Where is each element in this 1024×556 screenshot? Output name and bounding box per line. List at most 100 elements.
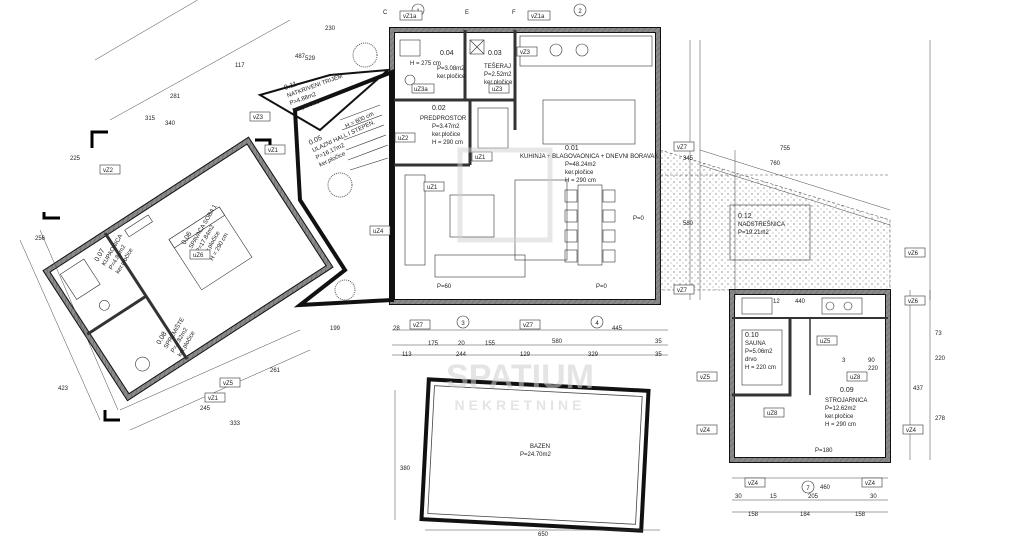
dim-r-460: 460 (820, 485, 831, 491)
tag-uz1-b: uZ1 (423, 181, 445, 192)
room-003-floor: ker.pločice (484, 80, 513, 86)
room-010-area: P=5.06m2 (745, 349, 773, 355)
room-004-floor: ker.pločice (437, 74, 466, 80)
room-010-floor: drvo (745, 357, 757, 363)
svg-text:uZ3: uZ3 (492, 87, 503, 93)
level-p180: P=180 (815, 448, 833, 454)
pool-name: BAZEN (530, 444, 550, 450)
axis-f: F (512, 10, 516, 16)
tag-uz3: uZ3 (488, 83, 510, 94)
dim-left-333: 333 (230, 421, 241, 427)
dim-tl-340: 340 (165, 121, 176, 127)
dim-pool-h: 380 (400, 466, 411, 472)
dim-b-155: 155 (485, 341, 496, 347)
level-p60: P=60 (437, 284, 452, 290)
watermark-sub: NEKRETNINE (454, 397, 585, 413)
room-001-area: P=48.24m2 (565, 162, 597, 168)
svg-text:uZ6: uZ6 (193, 253, 204, 259)
room-010-h: H = 220 cm (745, 365, 776, 371)
room-012-name: NADSTREŠNICA (738, 221, 785, 228)
axis-bottom-7: 7 (806, 486, 810, 492)
room-001-name: KUHINJA + BLAGOVAONICA + DNEVNI BORAVAK (520, 154, 658, 160)
tag-vz7-c: vZ7 (519, 319, 541, 330)
dim-kitchen-12: 12 (773, 299, 780, 305)
svg-text:uZ4: uZ4 (373, 229, 384, 235)
dim-right-73: 73 (935, 331, 942, 337)
covered-porch (257, 68, 391, 132)
svg-text:vZ4: vZ4 (865, 481, 876, 487)
watermark: SPATIUM NEKRETNINE (446, 147, 594, 413)
dim-right-755: 755 (780, 146, 791, 152)
svg-text:vZ6: vZ6 (908, 299, 919, 305)
svg-text:uZ8: uZ8 (767, 411, 778, 417)
room-009-id: 0.09 (840, 387, 854, 394)
svg-text:vZ7: vZ7 (677, 288, 688, 294)
svg-text:vZ3: vZ3 (520, 50, 531, 56)
svg-text:vZ3: vZ3 (253, 115, 264, 121)
dim-right-278: 278 (935, 416, 946, 422)
dim-left-423: 423 (58, 386, 69, 392)
svg-text:uZ5: uZ5 (820, 339, 831, 345)
left-wing (42, 136, 334, 402)
svg-text:uZ1: uZ1 (475, 155, 486, 161)
room-001-h: H = 290 cm (565, 178, 596, 184)
svg-text:vZ5: vZ5 (223, 381, 234, 387)
dim-b-20: 20 (458, 341, 465, 347)
canopy-area (659, 149, 891, 291)
svg-text:vZ6: vZ6 (908, 251, 919, 257)
svg-text:uZ8: uZ8 (850, 375, 861, 381)
tag-uz3a: uZ3a (411, 83, 435, 94)
svg-text:vZ4: vZ4 (700, 428, 711, 434)
tag-vz3: vZ3 (516, 46, 538, 57)
dim-pool-w: 650 (538, 532, 549, 538)
tag-uz1-a: uZ1 (471, 151, 493, 162)
svg-text:vZ5: vZ5 (700, 375, 711, 381)
tag-vz4-a: vZ4 (696, 424, 718, 435)
room-009-floor: ker.pločice (825, 414, 854, 420)
tag-vz6-b: vZ6 (904, 295, 926, 306)
svg-text:vZ1a: vZ1a (403, 14, 417, 20)
svg-text:vZ7: vZ7 (413, 323, 424, 329)
pool (419, 377, 651, 533)
room-002-floor: ker.pločice (432, 132, 461, 138)
dim-kitchen-220: 220 (868, 366, 879, 372)
room-002-h: H = 290 cm (432, 140, 463, 146)
svg-text:vZ7: vZ7 (677, 145, 688, 151)
room-labels: 0.04 P=3.08m2 ker.pločice H = 275 cm 0.0… (94, 50, 868, 458)
dim-top-230: 230 (325, 26, 336, 32)
room-002-name: PREDPROSTOR (420, 116, 467, 122)
tag-uz8-a: uZ8 (846, 371, 868, 382)
dim-right-760: 760 (770, 161, 781, 167)
tag-vz3-b: vZ3 (249, 111, 271, 122)
room-010-id: 0.10 (745, 332, 759, 339)
dim-right-220: 220 (935, 356, 946, 362)
dim-top-487: 487 (295, 54, 306, 60)
level-p0b: P=0 (596, 284, 608, 290)
dim-r-158b: 158 (855, 512, 866, 518)
tag-vz2: vZ2 (99, 164, 121, 175)
dim-b-129: 129 (520, 352, 531, 358)
dim-b-445: 445 (612, 326, 623, 332)
svg-text:uZ2: uZ2 (398, 136, 409, 142)
tag-vz1a-a: vZ1a (399, 10, 423, 21)
svg-text:vZ4: vZ4 (906, 428, 917, 434)
dim-top-529: 529 (305, 56, 316, 62)
dim-tl-225: 225 (70, 156, 81, 162)
dim-r-15: 15 (770, 494, 777, 500)
dim-right-437: 437 (913, 386, 924, 392)
dim-b-329: 329 (588, 352, 599, 358)
tag-vz5-b: vZ5 (219, 377, 241, 388)
tag-vz1-b: vZ1 (204, 392, 226, 403)
dim-tl-281: 281 (170, 94, 181, 100)
level-p0a: P=0 (633, 216, 645, 222)
dimension-lines (19, 0, 931, 531)
tag-uz8-b: uZ8 (763, 407, 785, 418)
tag-uz4: uZ4 (369, 225, 391, 236)
room-003-name: TEŠERAJ (484, 63, 511, 70)
dim-r-30b: 30 (870, 494, 877, 500)
element-tags: vZ1a vZ1a vZ3 uZ3a uZ3 uZ1 uZ1 uZ2 uZ4 v… (99, 10, 926, 488)
tag-vz1-c: vZ1 (264, 144, 286, 155)
axis-c: C (383, 10, 388, 16)
tag-vz5: vZ5 (696, 371, 718, 382)
